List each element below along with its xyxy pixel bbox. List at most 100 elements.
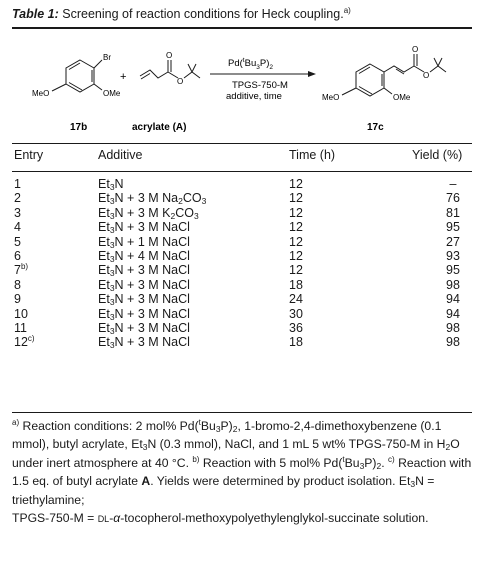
additive-cell: Et3N + 3 M NaCl [98, 277, 190, 293]
entry-cell: 10 [14, 307, 28, 321]
time-cell: 24 [289, 292, 303, 307]
additive-cell: Et3N + 3 M NaCl [98, 306, 190, 322]
yield-cell: 98 [446, 335, 460, 350]
footnote-b-t: t [342, 454, 345, 464]
scheme-bottom-rule [12, 143, 472, 144]
footnote-b-end: . [381, 455, 385, 470]
entry-cell: 2 [14, 191, 21, 205]
footnote-c-mark: c) [388, 454, 395, 464]
footnote-a-t: t [198, 417, 201, 427]
caption-note-mark: a) [343, 6, 351, 15]
footnote-a-end: O under inert atmosphere at 40 °C. [12, 437, 460, 470]
additive-cell: Et3N + 3 M K2CO3 [98, 205, 199, 221]
entry-number: 3 [14, 205, 21, 220]
time-cell: 12 [289, 191, 303, 206]
top-rule [12, 27, 472, 29]
reactant-acrylate-structure [139, 60, 201, 80]
table-bottom-rule [12, 412, 472, 413]
additive-cell: Et3N + 3 M NaCl [98, 220, 190, 236]
entry-cell: 5 [14, 235, 21, 249]
yield-cell: 98 [446, 277, 460, 292]
time-cell: 36 [289, 320, 303, 335]
footnote-a-bu: Bu [200, 419, 216, 433]
entry-footnote-mark: b) [20, 262, 29, 272]
header-yield: Yield (%) [412, 148, 463, 162]
additive-cell: Et3N + 3 M NaCl [98, 292, 190, 308]
entry-number: 12 [14, 335, 28, 350]
footnote-b-sub2: 2 [376, 460, 382, 471]
acrylate-carbonyl-o: O [166, 51, 172, 60]
footnote-tpgs-text: -tocopherol-methoxypolyethylenglykol-suc… [120, 511, 429, 526]
table-caption: Table 1: Screening of reaction condition… [12, 6, 351, 21]
header-entry: Entry [14, 148, 44, 162]
conditions-line2: TPGS-750-M [232, 80, 288, 91]
footnote-tpgs-label: TPGS-750-M = [12, 511, 95, 526]
entry-cell: 11 [14, 321, 27, 335]
reactant-17b-structure [51, 59, 103, 93]
table-row: 9 Et3N + 3 M NaCl 24 94 [0, 292, 484, 306]
entry-cell: 3 [14, 206, 21, 220]
product-ome: OMe [393, 93, 411, 102]
entry-number: 10 [14, 306, 28, 321]
scheme-plus: + [120, 71, 126, 83]
entry-number: 2 [14, 191, 21, 206]
footnote-b-text: Reaction with 5 mol% Pd( [202, 455, 343, 470]
additive-cell: Et3N + 3 M NaCl [98, 335, 190, 351]
footnote-a-p: P) [220, 419, 233, 433]
footnotes: a) Reaction conditions: 2 mol% Pd(tBu3P)… [12, 417, 474, 527]
footnote-a-sub3: 3 [215, 424, 221, 434]
footnote-a-mark: a) [12, 417, 20, 427]
header-time: Time (h) [289, 148, 336, 162]
time-cell: 12 [289, 263, 303, 278]
entry-number: 7 [14, 263, 21, 278]
additive-cell: Et3N + 3 M NaCl [98, 320, 190, 336]
reaction-arrowhead [308, 71, 316, 77]
header-additive: Additive [98, 148, 143, 162]
time-cell: 12 [289, 205, 303, 220]
additive-cell: Et3N + 1 M NaCl [98, 234, 190, 250]
yield-cell: – [449, 177, 457, 191]
time-cell: 18 [289, 277, 303, 292]
footnote-c-text: Reaction with 1.5 eq. of butyl acrylate [12, 455, 472, 489]
product-meo: MeO [322, 93, 339, 102]
footnote-c-bold: A [141, 474, 151, 489]
table-row: 11 Et3N + 3 M NaCl 36 98 [0, 321, 484, 335]
conditions-line3: additive, time [226, 91, 282, 102]
header-rule [12, 171, 472, 172]
caption-label: Table 1: [12, 7, 59, 22]
product-id: 17c [367, 122, 384, 132]
additive-cell: Et3N + 3 M Na2CO3 [98, 191, 207, 207]
conditions-catalyst: Pd(tBu3P)2 [228, 57, 273, 71]
table-row: 10 Et3N + 3 M NaCl 30 94 [0, 307, 484, 321]
footnote-a-h2o-sub: 2 [445, 442, 451, 453]
entry-number: 1 [14, 177, 21, 191]
entry-number: 8 [14, 277, 21, 292]
time-cell: 12 [289, 248, 303, 263]
footnote-c-yields: . Yields were determined by product isol… [150, 474, 411, 489]
time-cell: 30 [289, 306, 303, 321]
product-17c-structure [341, 54, 447, 97]
time-cell: 12 [289, 234, 303, 249]
entry-cell: 9 [14, 292, 21, 306]
reactant2-name: acrylate (A) [132, 122, 186, 132]
reactant1-meo: MeO [32, 89, 49, 98]
yield-cell: 76 [446, 191, 460, 206]
footnote-a-text: Reaction conditions: 2 mol% Pd( [22, 419, 199, 433]
footnote-a-reagents: , 1-bromo-2,4-dimethoxybenzene (0.1 mmol… [12, 419, 442, 452]
entry-cell: 1 [14, 177, 21, 191]
time-cell: 12 [289, 220, 303, 235]
footnote-b-p: P) [364, 455, 377, 470]
footnote-a-amounts: N (0.3 mmol), NaCl, and 1 mL 5 wt% TPGS-… [147, 437, 446, 452]
yield-cell: 98 [446, 320, 460, 335]
yield-cell: 94 [446, 306, 460, 321]
additive-cell: Et3N + 3 M NaCl [98, 263, 190, 279]
yield-cell: 94 [446, 292, 460, 307]
acrylate-ester-o: O [177, 77, 183, 86]
table-row: 8 Et3N + 3 M NaCl 18 98 [0, 278, 484, 292]
footnote-tpgs-alpha: α [113, 511, 121, 526]
reaction-scheme-svg: Br OMe MeO 17b + O O acrylate (A) Pd(tBu… [32, 45, 447, 132]
